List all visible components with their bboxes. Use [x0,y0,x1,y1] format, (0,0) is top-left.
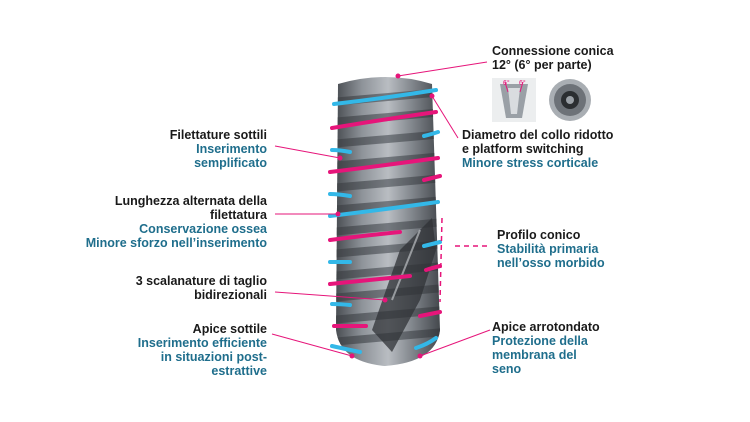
connection-top-view [549,79,591,121]
connessione-title: Connessione conica [492,44,614,58]
label-connessione-conica: Connessione conica 12° (6° per parte) [492,44,614,72]
connection-cross-section [492,78,536,122]
profilo-title: Profilo conico [497,228,581,242]
apice-sottile-sub: Inserimento efficiente [137,336,267,350]
angle-label-right: 6° [519,80,526,87]
label-lunghezza-alternata: Lunghezza alternata della filettatura Co… [86,194,267,250]
connessione-title2: 12° (6° per parte) [492,58,592,72]
diametro-title2: e platform switching [462,142,584,156]
lunghezza-title: Lunghezza alternata della [114,194,267,208]
filettature-sub: Inserimento [196,142,267,156]
apice-arrotondato-sub3: seno [492,362,522,376]
implant-body [328,77,442,366]
diametro-sub: Minore stress corticale [462,156,599,170]
blue-threads [328,88,442,354]
label-apice-arrotondato: Apice arrotondato Protezione della membr… [492,320,600,376]
filettature-title: Filettature sottili [169,128,267,142]
apice-arrotondato-title: Apice arrotondato [492,320,600,334]
filettature-sub2: semplificato [194,156,267,170]
label-diametro-collo: Diametro del collo ridotto e platform sw… [462,128,613,170]
profilo-sub2: nell’osso morbido [497,256,605,270]
label-profilo-conico: Profilo conico Stabilità primaria nell’o… [497,228,605,270]
profilo-sub: Stabilità primaria [497,242,599,256]
label-filettature-sottili: Filettature sottili Inserimento semplifi… [170,128,267,170]
cutting-flute [372,218,436,352]
diametro-title: Diametro del collo ridotto [462,128,614,142]
label-apice-sottile: Apice sottile Inserimento efficiente in … [138,322,267,378]
label-scanalature: 3 scalanature di taglio bidirezionali [136,274,267,302]
lunghezza-sub: Conservazione ossea [139,222,267,236]
apice-arrotondato-sub: Protezione della [492,334,588,348]
apice-arrotondato-sub2: membrana del [492,348,577,362]
apice-sottile-title: Apice sottile [192,322,267,336]
pink-threads [328,110,442,328]
apice-sottile-sub3: estrattive [211,364,267,378]
scanalature-title: 3 scalanature di taglio [135,274,267,288]
apice-sottile-sub2: in situazioni post- [160,350,267,364]
lunghezza-sub2: Minore sforzo nell’inserimento [85,236,267,250]
angle-label-left: 6° [503,80,510,87]
lunghezza-title2: filettatura [210,208,267,222]
leader-dots [335,73,435,359]
scanalature-title2: bidirezionali [194,288,267,302]
leader-lines [271,61,491,357]
